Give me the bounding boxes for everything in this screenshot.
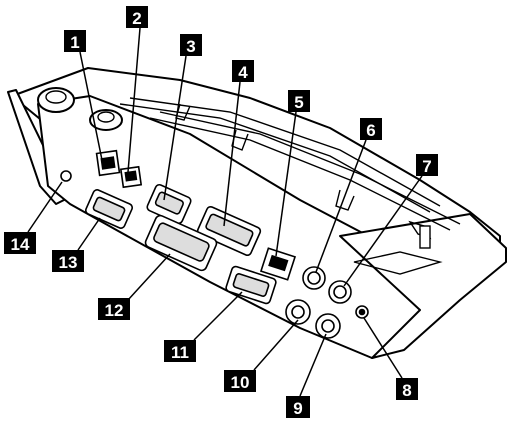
- callout-7: 7: [416, 154, 438, 176]
- front-ports: [60, 149, 369, 339]
- callout-6: 6: [360, 118, 382, 140]
- callout-2-label: 2: [132, 9, 141, 28]
- callout-8-label: 8: [402, 381, 411, 400]
- leader-5: [275, 111, 297, 257]
- leader-14: [27, 181, 63, 233]
- callout-5: 5: [288, 90, 310, 112]
- security-keyhole: [60, 170, 72, 182]
- leader-2: [127, 27, 141, 173]
- callout-1-label: 1: [70, 33, 79, 52]
- leader-3: [163, 55, 187, 201]
- leader-8: [363, 317, 403, 379]
- leader-7: [343, 175, 423, 287]
- leader-11: [193, 291, 243, 341]
- leader-4: [223, 81, 241, 227]
- callout-9: 9: [286, 396, 310, 418]
- callout-1: 1: [64, 30, 86, 52]
- leader-lines: [27, 27, 423, 397]
- callout-9-label: 9: [293, 399, 302, 418]
- callout-3: 3: [180, 34, 202, 56]
- right-tray: [339, 213, 507, 359]
- leader-12: [127, 253, 171, 301]
- callout-5-label: 5: [294, 93, 303, 112]
- callouts: 1 2 3 4 5 6 7 8: [4, 6, 438, 418]
- callout-11-label: 11: [171, 343, 189, 362]
- leader-10: [253, 319, 299, 371]
- callout-4: 4: [232, 60, 254, 82]
- callout-10: 10: [224, 370, 256, 392]
- leader-9: [299, 333, 327, 397]
- callout-2: 2: [126, 6, 148, 28]
- callout-11: 11: [164, 340, 196, 362]
- callout-8: 8: [396, 378, 418, 400]
- callout-12-label: 12: [105, 301, 124, 320]
- callout-13: 13: [52, 250, 84, 272]
- callout-4-label: 4: [238, 63, 248, 82]
- callout-12: 12: [98, 298, 130, 320]
- callout-6-label: 6: [366, 121, 375, 140]
- callout-3-label: 3: [186, 37, 195, 56]
- device-body: [7, 67, 507, 359]
- callout-10-label: 10: [231, 373, 250, 392]
- top-details: [37, 87, 461, 275]
- callout-13-label: 13: [59, 253, 78, 272]
- callout-14-label: 14: [11, 235, 30, 254]
- leader-1: [79, 51, 103, 161]
- leader-13: [77, 217, 101, 251]
- callout-7-label: 7: [422, 157, 431, 176]
- callout-14: 14: [4, 232, 36, 254]
- leader-6: [315, 139, 367, 273]
